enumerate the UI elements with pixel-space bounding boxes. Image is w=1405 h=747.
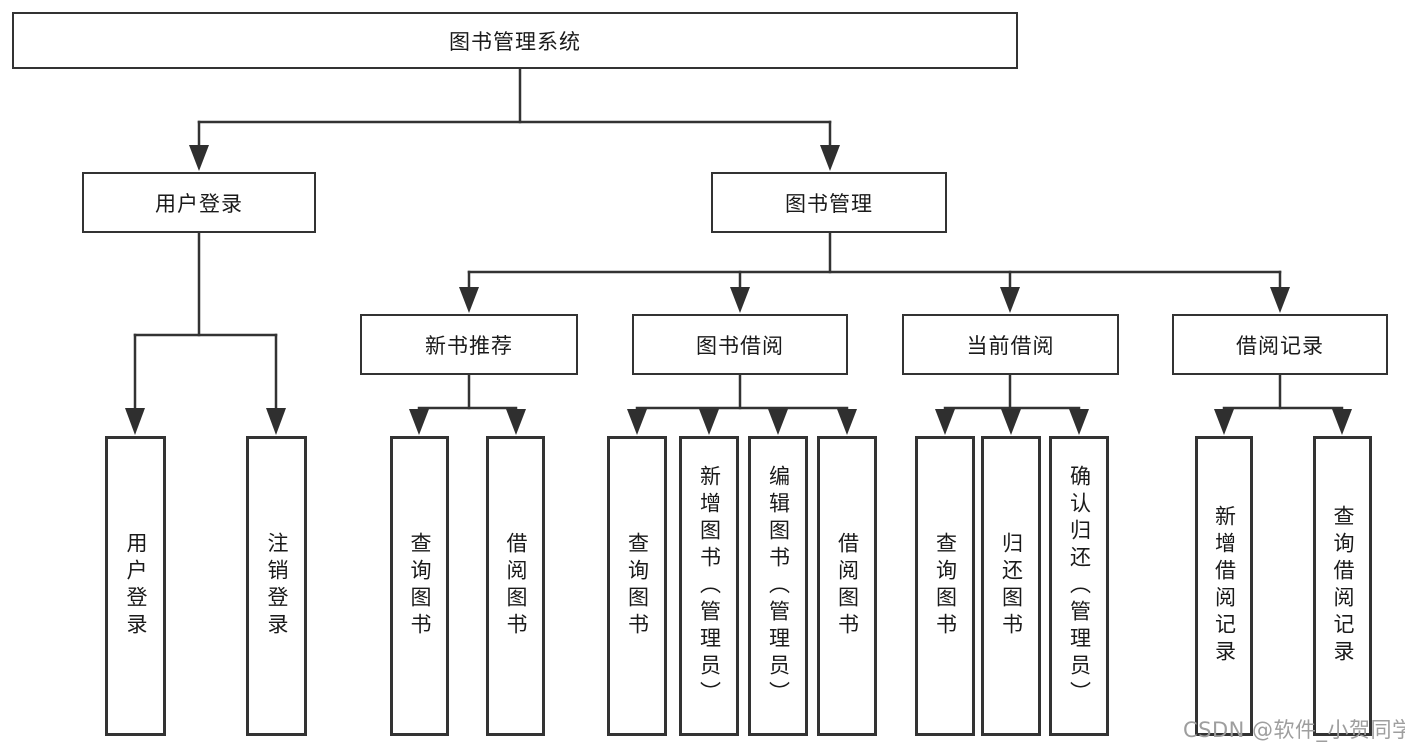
arrow-down-icon — [699, 409, 719, 435]
leaf-query-books-current: 查询图书 — [915, 436, 975, 736]
leaf-user-login: 用户登录 — [105, 436, 166, 736]
node-book-management: 图书管理 — [711, 172, 947, 233]
node-current-borrow: 当前借阅 — [902, 314, 1119, 375]
arrow-down-icon — [837, 409, 857, 435]
leaf-borrow-books-recommend: 借阅图书 — [486, 436, 545, 736]
leaf-return-books: 归还图书 — [981, 436, 1041, 736]
leaf-edit-book-admin: 编辑图书（管理员） — [748, 436, 808, 736]
arrowhead-group — [125, 145, 1352, 435]
arrow-down-icon — [1214, 409, 1234, 435]
watermark: CSDN @软件_小贺同学 — [1183, 718, 1405, 742]
connector-line-group — [133, 67, 1344, 412]
arrow-down-icon — [506, 409, 526, 435]
node-user-login: 用户登录 — [82, 172, 316, 233]
node-root: 图书管理系统 — [12, 12, 1018, 69]
leaf-confirm-return-admin: 确认归还（管理员） — [1049, 436, 1109, 736]
arrow-down-icon — [459, 287, 479, 313]
leaf-add-book-admin: 新增图书（管理员） — [679, 436, 739, 736]
arrow-down-icon — [820, 145, 840, 171]
arrow-down-icon — [125, 408, 145, 435]
leaf-query-books-borrow: 查询图书 — [607, 436, 667, 736]
arrow-down-icon — [1000, 287, 1020, 313]
leaf-query-books-recommend: 查询图书 — [390, 436, 449, 736]
arrow-down-icon — [409, 409, 429, 435]
arrow-down-icon — [1332, 409, 1352, 435]
leaf-query-borrow-record: 查询借阅记录 — [1313, 436, 1372, 736]
leaf-add-borrow-record: 新增借阅记录 — [1195, 436, 1253, 736]
leaf-borrow-books: 借阅图书 — [817, 436, 877, 736]
arrow-down-icon — [627, 409, 647, 435]
arrow-down-icon — [768, 409, 788, 435]
arrow-down-icon — [935, 409, 955, 435]
arrow-down-icon — [189, 145, 209, 171]
arrow-down-icon — [730, 287, 750, 313]
arrow-down-icon — [1069, 409, 1089, 435]
node-new-book-recommend: 新书推荐 — [360, 314, 578, 375]
node-borrow-records: 借阅记录 — [1172, 314, 1388, 375]
arrow-down-icon — [1001, 409, 1021, 435]
node-book-borrow: 图书借阅 — [632, 314, 848, 375]
arrow-down-icon — [1270, 287, 1290, 313]
arrow-down-icon — [266, 408, 286, 435]
leaf-logout: 注销登录 — [246, 436, 307, 736]
